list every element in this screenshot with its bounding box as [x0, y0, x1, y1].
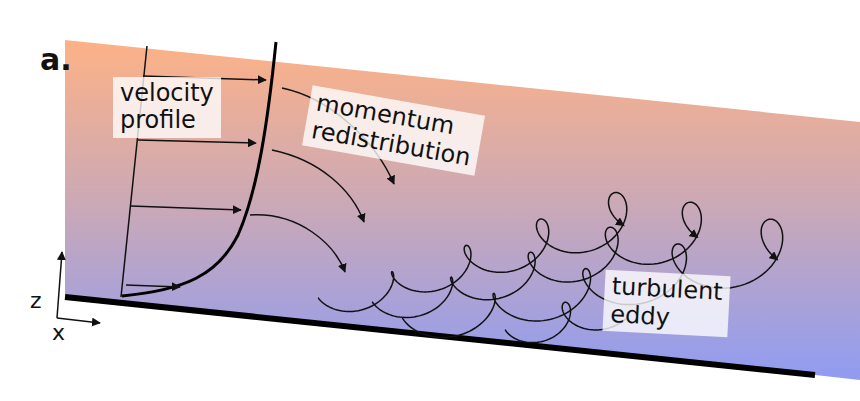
- label-text: turbulent eddy: [609, 273, 723, 334]
- turbulent-eddies: [318, 193, 783, 343]
- flow-panel: [65, 40, 860, 380]
- axis-label: x: [52, 320, 65, 345]
- eddy-strand: [318, 193, 627, 312]
- axis-label: z: [30, 288, 42, 313]
- label-text: velocity profile: [120, 80, 214, 135]
- panel-letter: a.: [40, 42, 72, 77]
- label-box: turbulent eddy: [602, 269, 730, 337]
- label-box: velocity profile: [113, 77, 221, 138]
- eddy-strand: [402, 219, 783, 337]
- axis-arrows: [57, 252, 100, 323]
